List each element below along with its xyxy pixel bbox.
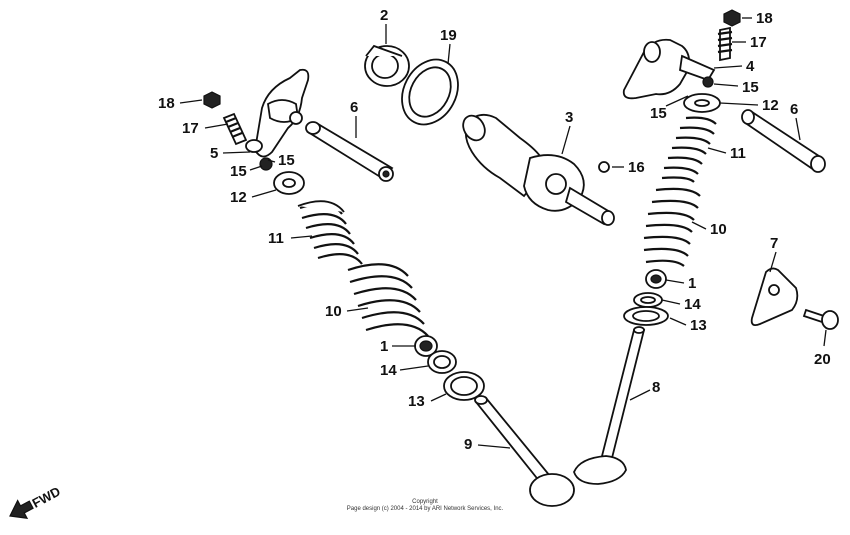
callout-2: 2	[380, 7, 388, 24]
adjuster-nut-right	[723, 9, 741, 27]
washer-14-right	[633, 292, 663, 308]
spring-seat-left	[414, 335, 438, 357]
callout-4: 4	[746, 58, 755, 75]
dowel-pin	[598, 161, 610, 173]
callout-18-right: 18	[756, 10, 773, 27]
spring-seat-right	[645, 269, 667, 289]
locknut-right	[702, 76, 714, 88]
callout-13-right: 13	[690, 317, 707, 334]
callout-19: 19	[440, 27, 457, 44]
callout-11-right: 11	[730, 145, 746, 162]
callout-11-left: 11	[268, 230, 284, 247]
callout-14-right: 14	[684, 296, 701, 313]
adjuster-nut-left	[203, 91, 221, 109]
bolt	[802, 308, 839, 330]
callout-6-right: 6	[790, 101, 798, 118]
callout-12-left: 12	[230, 189, 247, 206]
valve-left	[474, 395, 575, 507]
callout-9: 9	[464, 436, 472, 453]
callout-7: 7	[770, 235, 778, 252]
adjuster-screw-left	[222, 112, 248, 146]
callout-13-left: 13	[408, 393, 425, 410]
outer-spring-left	[297, 200, 363, 265]
fwd-direction-indicator: FWD	[9, 484, 63, 519]
leader-lines	[179, 17, 827, 449]
callout-6-left: 6	[350, 99, 358, 116]
rocker-shaft-right	[741, 109, 826, 173]
oil-seal	[401, 58, 459, 126]
callout-16: 16	[628, 159, 645, 176]
callout-17-right: 17	[750, 34, 767, 51]
rocker-shaft-left	[305, 121, 394, 182]
inner-spring-right	[643, 187, 701, 267]
callout-15-right-a: 15	[742, 79, 759, 96]
valve-right	[573, 326, 646, 485]
locknut-left	[259, 157, 273, 171]
fwd-arrow-icon	[9, 499, 34, 519]
callout-15-right-b: 15	[650, 105, 667, 122]
callout-12-right: 12	[762, 97, 779, 114]
guide-plate	[750, 267, 799, 327]
callout-15-left-a: 15	[230, 163, 247, 180]
callout-18-left: 18	[158, 95, 175, 112]
fwd-label: FWD	[30, 484, 63, 511]
bearing	[364, 44, 410, 87]
callout-3: 3	[565, 109, 573, 126]
spring-retainer-right	[683, 93, 721, 113]
callout-15-left-b: 15	[278, 152, 295, 169]
callout-10-left: 10	[325, 303, 342, 320]
copyright-notice: Copyright Page design (c) 2004 - 2014 by…	[300, 499, 550, 513]
copyright-line-2: Page design (c) 2004 - 2014 by ARI Netwo…	[346, 506, 504, 512]
callout-14-left: 14	[380, 362, 397, 379]
callout-10-right: 10	[710, 221, 727, 238]
callout-17-left: 17	[182, 120, 199, 137]
rocker-arm-right	[622, 38, 716, 100]
copyright-line-1: Copyright	[412, 499, 438, 505]
callout-5: 5	[210, 145, 218, 162]
adjuster-screw-right	[717, 26, 733, 62]
callout-20: 20	[814, 351, 831, 368]
callout-8: 8	[652, 379, 660, 396]
callout-labels: 2 19 3 4 5 6 6 7 8 9 10 10 11 11 12 12 1…	[158, 7, 831, 453]
inner-spring-left	[347, 263, 429, 337]
outer-spring-right	[661, 116, 717, 183]
washer-14-left	[427, 350, 457, 374]
washer-13-right	[623, 306, 669, 326]
camshaft	[462, 113, 615, 226]
callout-1-left: 1	[380, 338, 388, 355]
rocker-arm-left	[245, 68, 310, 158]
washer-13-left	[443, 371, 485, 401]
spring-retainer-left	[273, 171, 305, 195]
callout-1-right: 1	[688, 275, 696, 292]
